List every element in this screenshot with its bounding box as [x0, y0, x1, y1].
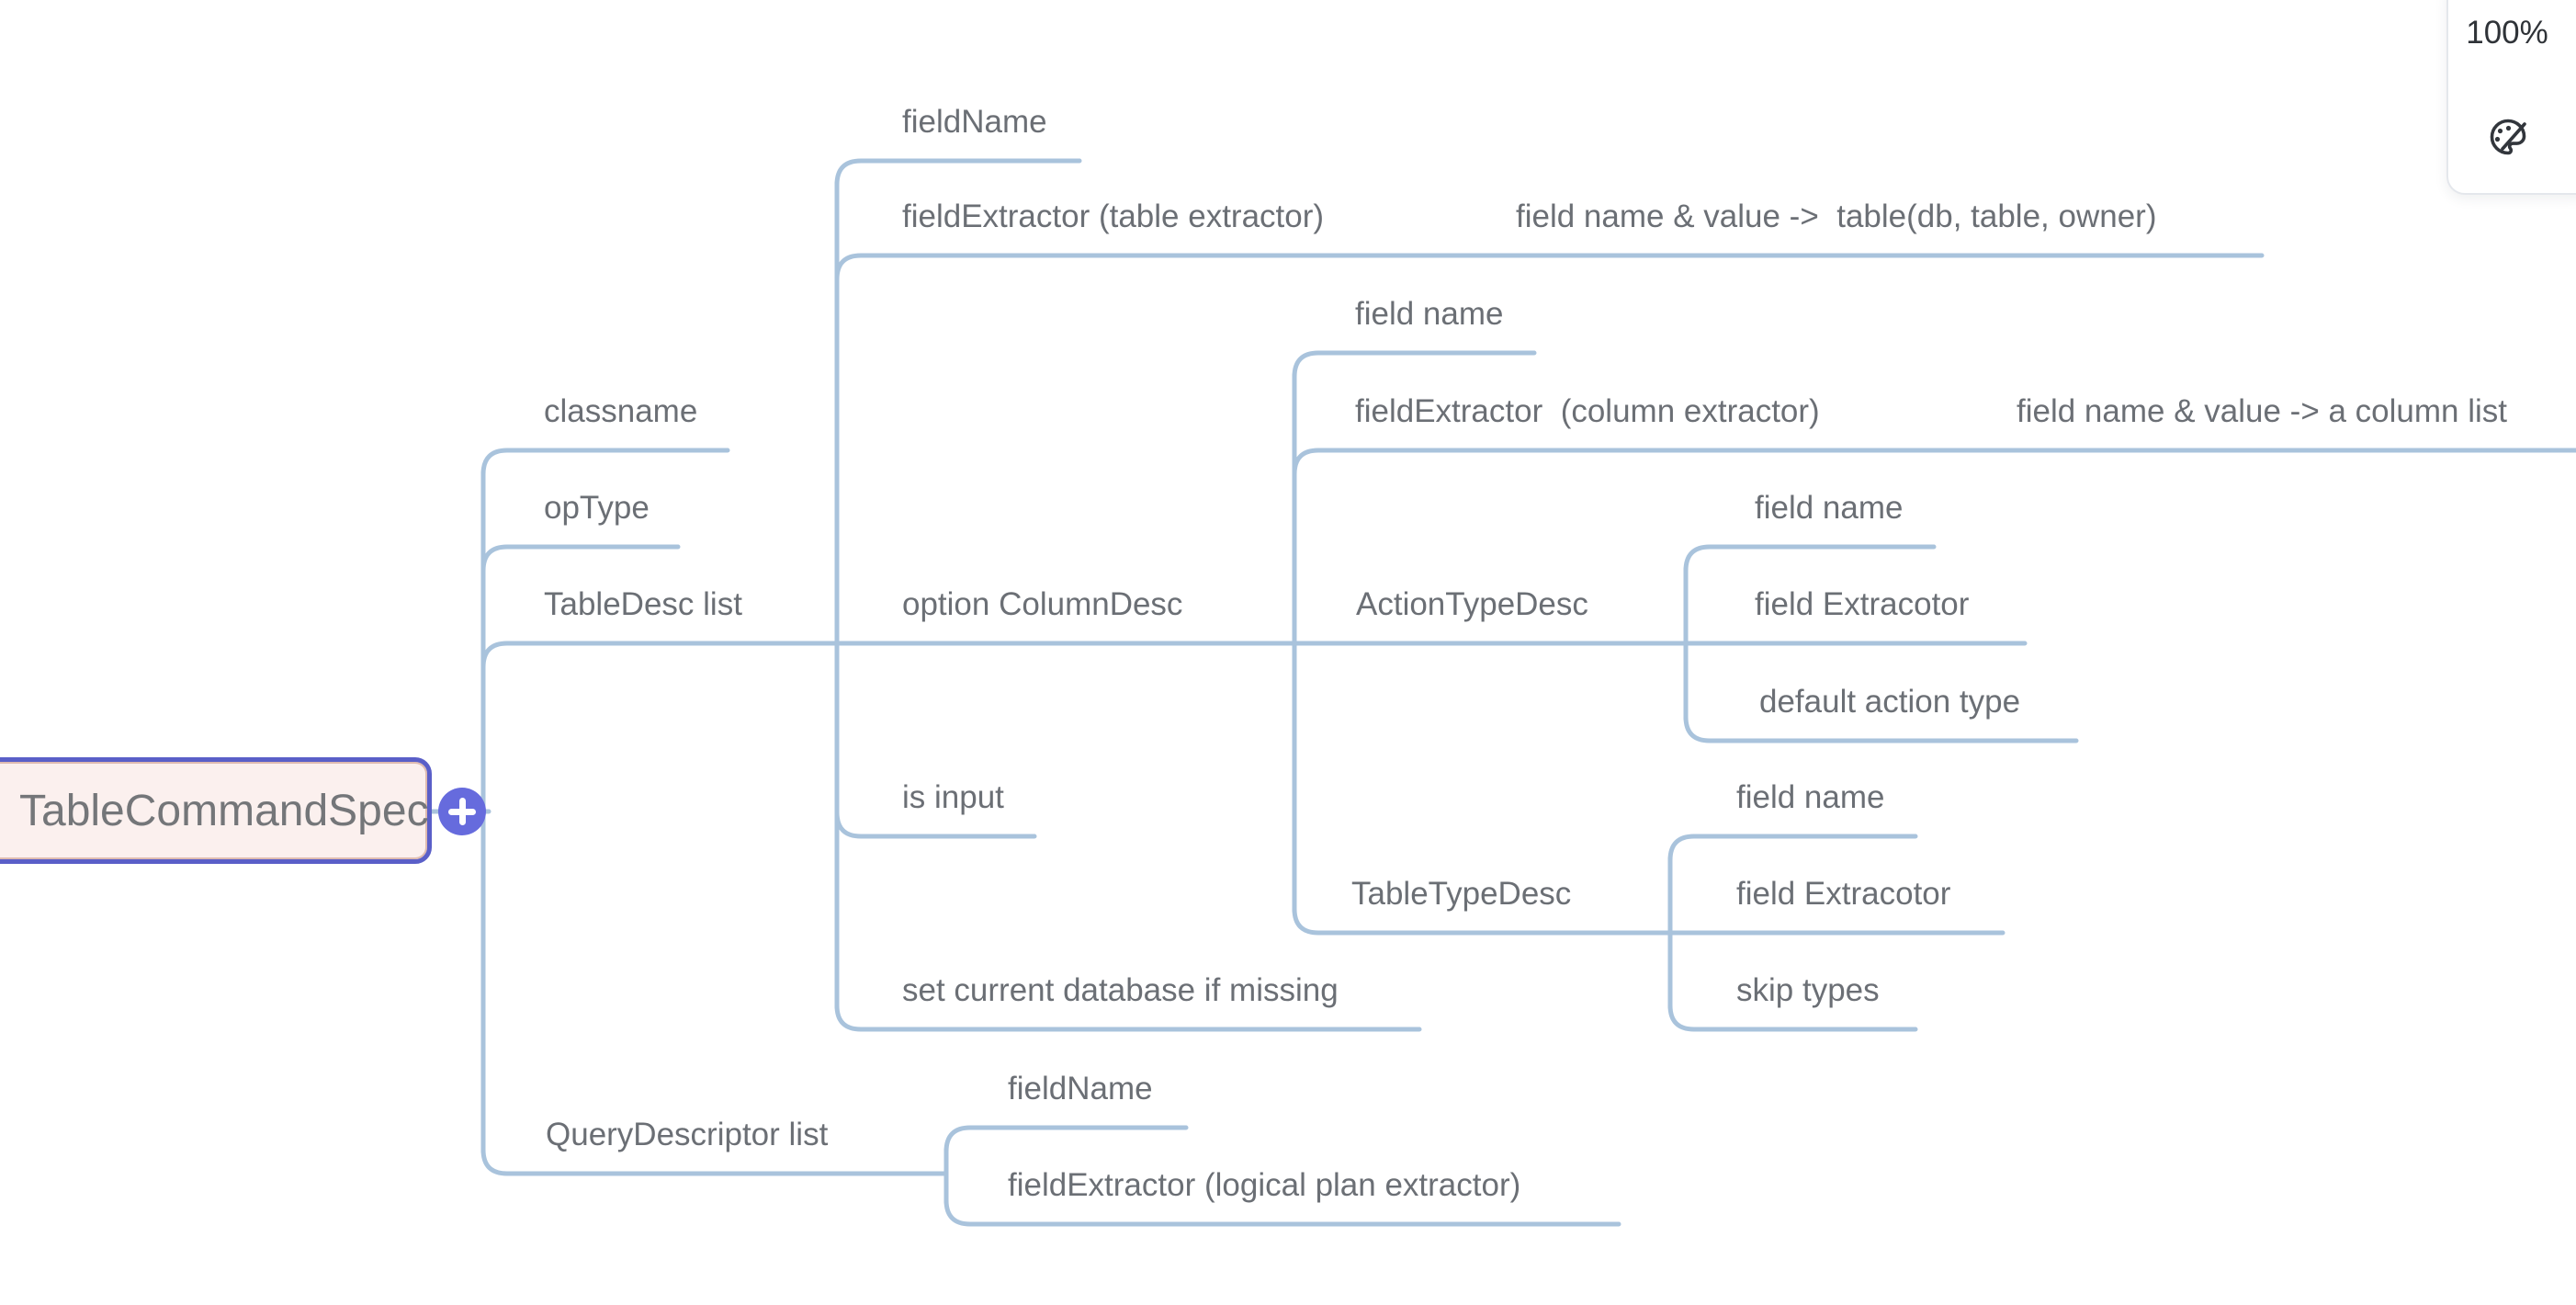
palette-button[interactable] [2483, 112, 2533, 162]
node-label-field-extracotor-atd[interactable]: field Extracotor [1755, 586, 1970, 622]
node-label-tabledesc-list[interactable]: TableDesc list [544, 586, 742, 622]
node-label-field-name-ttd[interactable]: field name [1736, 779, 1885, 815]
node-label-field-name-atd[interactable]: field name [1755, 490, 1904, 526]
branch-is-input [834, 810, 1037, 839]
node-label-querydescriptor-list[interactable]: QueryDescriptor list [546, 1117, 829, 1152]
node-label-column-list-value-note[interactable]: field name & value -> a column list [2017, 393, 2508, 429]
node-label-optype[interactable]: opType [544, 490, 650, 526]
root-node-label: TableCommandSpec [19, 786, 429, 835]
palette-icon [2490, 119, 2526, 155]
branch-field-name-cd [1292, 350, 1537, 380]
node-label-field-name-cd[interactable]: field name [1355, 296, 1504, 332]
view-controls-panel: 100% [2446, 0, 2576, 195]
node-label-skip-types[interactable]: skip types [1736, 972, 1880, 1008]
branch-tabletypedesc [1292, 906, 2005, 936]
branch-set-current-database [834, 1003, 1422, 1032]
branch-fieldextractor-table [834, 253, 2265, 282]
branch-fieldname-top [834, 158, 1082, 187]
node-label-is-input[interactable]: is input [902, 779, 1004, 815]
branch-fieldname-qd [943, 1125, 1189, 1154]
branch-field-name-atd [1683, 544, 1937, 573]
branch-field-name-ttd [1667, 834, 1918, 863]
branch-tabledesc-list [480, 641, 2028, 670]
node-label-classname[interactable]: classname [544, 393, 698, 429]
branch-skip-types [1667, 1003, 1918, 1032]
branch-default-action-type [1683, 714, 2079, 743]
root-node[interactable]: TableCommandSpec [0, 757, 432, 864]
node-label-tabletypedesc[interactable]: TableTypeDesc [1351, 876, 1572, 912]
node-label-default-action-type[interactable]: default action type [1759, 684, 2021, 720]
node-label-fieldname-top[interactable]: fieldName [902, 104, 1047, 140]
add-child-button[interactable] [438, 788, 486, 835]
node-label-fieldname-qd[interactable]: fieldName [1008, 1071, 1153, 1106]
node-label-set-current-database[interactable]: set current database if missing [902, 972, 1339, 1008]
branch-fieldextractor-column [1292, 448, 2576, 477]
node-label-fieldextractor-logical[interactable]: fieldExtractor (logical plan extractor) [1008, 1167, 1521, 1203]
zoom-level-indicator[interactable]: 100% [2466, 15, 2548, 51]
branch-classname [480, 448, 730, 477]
branch-fieldextractor-logical [943, 1197, 1621, 1227]
node-label-table-value-note[interactable]: field name & value -> table(db, table, o… [1516, 199, 2157, 234]
node-label-fieldextractor-table[interactable]: fieldExtractor (table extractor) [902, 199, 1325, 234]
plus-icon [458, 798, 466, 825]
node-label-option-columndesc[interactable]: option ColumnDesc [902, 586, 1183, 622]
node-label-fieldextractor-column[interactable]: fieldExtractor (column extractor) [1355, 393, 1820, 429]
node-label-actiontypedesc[interactable]: ActionTypeDesc [1356, 586, 1588, 622]
branch-optype [480, 544, 681, 573]
node-label-field-extracotor-ttd[interactable]: field Extracotor [1736, 876, 1951, 912]
branch-querydescriptor-list [480, 1147, 949, 1176]
